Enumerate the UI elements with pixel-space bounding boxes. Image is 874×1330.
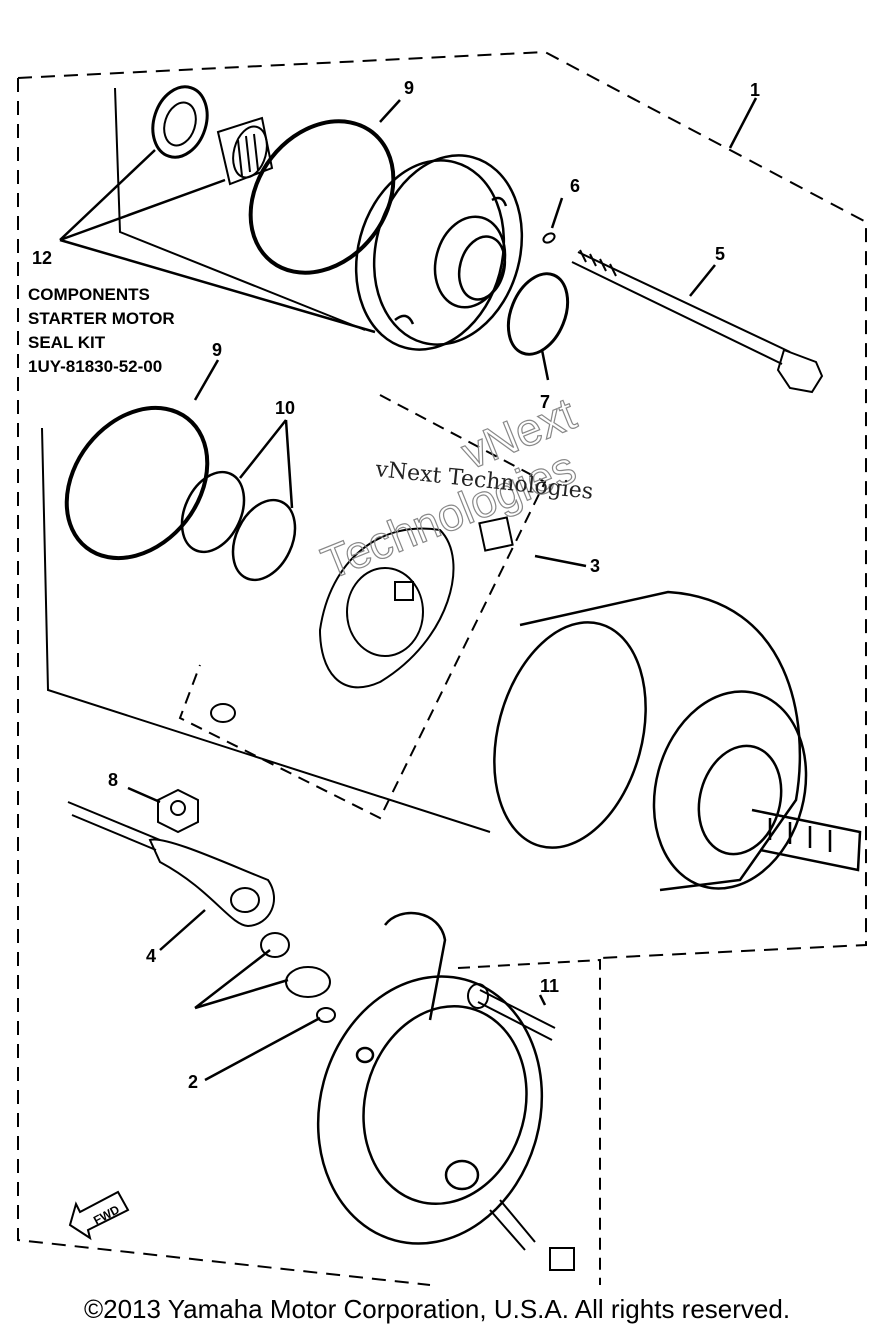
insulating-nut bbox=[260, 932, 290, 958]
callout-5: 5 bbox=[715, 244, 725, 264]
callout-9-upper: 9 bbox=[404, 78, 414, 98]
watermark-outline-line2: Technologies bbox=[314, 440, 582, 589]
callout-1: 1 bbox=[750, 80, 760, 100]
callout-2: 2 bbox=[188, 1072, 198, 1092]
carbon-brush bbox=[478, 516, 514, 552]
brush-spring bbox=[210, 703, 236, 723]
leader-lines bbox=[59, 97, 758, 1082]
callout-8: 8 bbox=[108, 770, 118, 790]
o-ring-small bbox=[506, 272, 570, 356]
kit-note-line1: COMPONENTS bbox=[28, 285, 150, 304]
callout-7: 7 bbox=[540, 392, 550, 412]
starter-motor-exploded-diagram: FWD vNext Technologies vNext Technologie… bbox=[17, 50, 867, 1286]
kit-note-line4: 1UY-81830-52-00 bbox=[28, 357, 162, 376]
front-cover bbox=[354, 154, 524, 351]
motor-yoke bbox=[493, 590, 862, 892]
brush-lead bbox=[489, 1199, 575, 1271]
kit-note-line2: STARTER MOTOR bbox=[28, 309, 175, 328]
fwd-arrow-icon: FWD bbox=[68, 1190, 130, 1241]
insulating-washer bbox=[285, 966, 331, 998]
oil-seal bbox=[151, 85, 209, 159]
mounting-bolt bbox=[467, 983, 556, 1041]
kit-note-line3: SEAL KIT bbox=[28, 333, 106, 352]
terminal-o-ring bbox=[316, 1007, 336, 1023]
bolt-group-outline bbox=[457, 958, 601, 1285]
assembly-outline bbox=[17, 50, 867, 1286]
shim-inner bbox=[231, 498, 297, 582]
callout-11: 11 bbox=[540, 976, 559, 996]
callout-10: 10 bbox=[275, 398, 295, 418]
callout-12: 12 bbox=[32, 248, 52, 268]
o-ring-large-upper bbox=[248, 119, 396, 275]
shim-outer bbox=[180, 470, 246, 554]
seal-kit-bracket-lower bbox=[41, 427, 491, 833]
terminal-lead bbox=[67, 801, 275, 928]
terminal-nut bbox=[157, 788, 199, 834]
callout-4: 4 bbox=[146, 946, 156, 966]
callout-3: 3 bbox=[590, 556, 600, 576]
o-ring-large-lower bbox=[64, 405, 210, 561]
brush-holder-group-outline bbox=[178, 394, 547, 820]
seal-kit-bracket-upper bbox=[114, 87, 366, 331]
brush-plate bbox=[318, 527, 455, 689]
copyright-notice: ©2013 Yamaha Motor Corporation, U.S.A. A… bbox=[83, 1294, 791, 1324]
rear-cover bbox=[316, 911, 544, 1245]
through-bolt bbox=[571, 249, 824, 394]
callout-9-lower: 9 bbox=[212, 340, 222, 360]
needle-bearing bbox=[216, 116, 274, 186]
lock-washer bbox=[542, 232, 556, 244]
callout-6: 6 bbox=[570, 176, 580, 196]
